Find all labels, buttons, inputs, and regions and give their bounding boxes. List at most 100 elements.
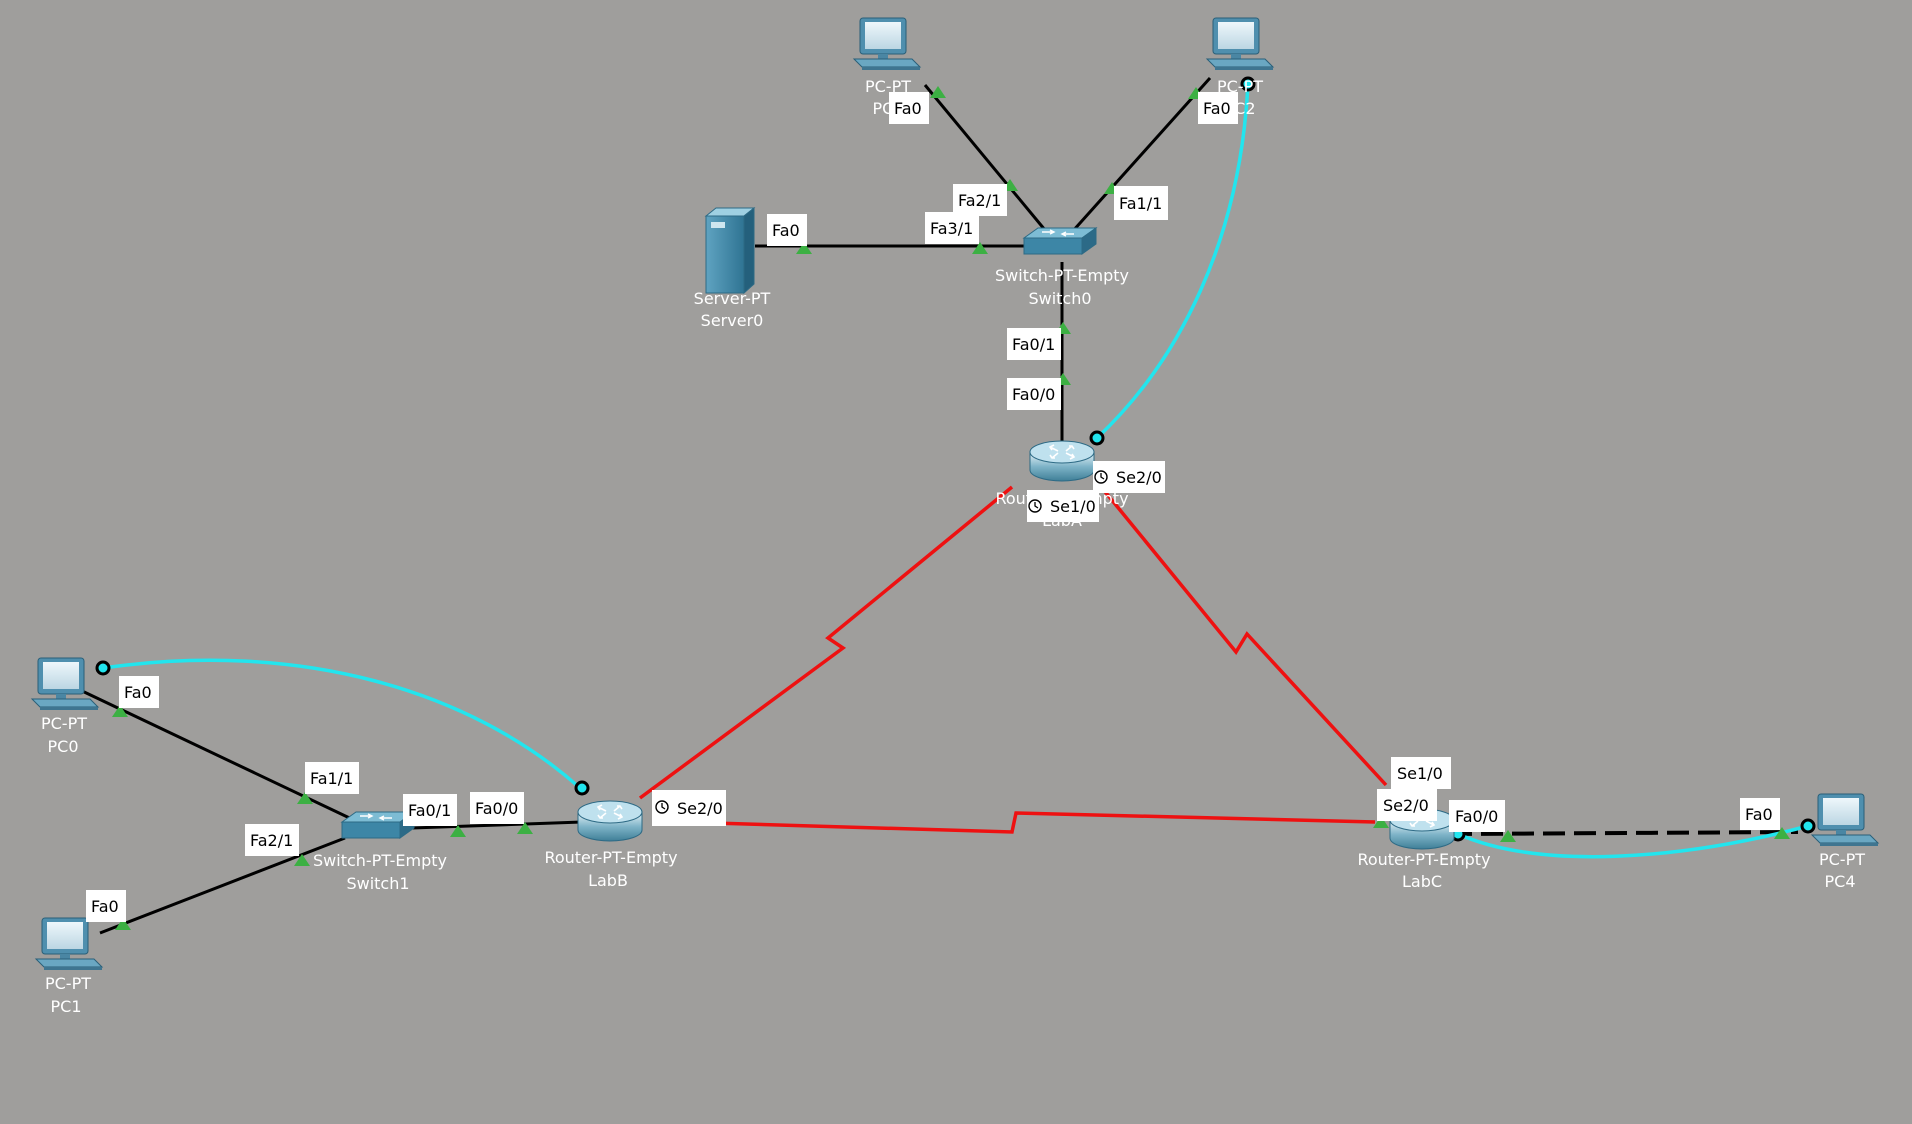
device-type-label: Router-PT-Empty <box>1357 850 1490 869</box>
svg-text:Fa0: Fa0 <box>124 683 152 702</box>
serial-link-laba-labb[interactable] <box>638 485 1014 800</box>
svg-text:Fa0/1: Fa0/1 <box>408 801 451 820</box>
port-label-pc0-fa0: Fa0 <box>119 676 159 708</box>
device-switch0[interactable] <box>1023 227 1097 255</box>
link-up-triangle <box>450 825 466 837</box>
device-type-label: PC-PT <box>1819 850 1865 869</box>
console-connector <box>1800 818 1816 834</box>
port-label-switch0-fa3-1: Fa3/1 <box>925 212 979 244</box>
router-icon <box>1029 440 1095 482</box>
serial-link-labb-labc[interactable] <box>679 811 1376 834</box>
port-label-server0-fa0: Fa0 <box>767 214 807 246</box>
svg-text:Fa1/1: Fa1/1 <box>1119 194 1162 213</box>
device-pc1[interactable] <box>35 917 103 971</box>
pc-icon <box>1811 793 1879 847</box>
svg-text:Fa0/0: Fa0/0 <box>1455 807 1498 826</box>
serial-link-laba-labc[interactable] <box>1100 486 1388 787</box>
device-name-label: LabC <box>1402 872 1442 891</box>
svg-text:Fa0/1: Fa0/1 <box>1012 335 1055 354</box>
port-label-labc-se2-0: Se2/0 <box>1377 789 1437 821</box>
device-type-label: Router-PT-Empty <box>544 848 677 867</box>
port-label-switch0-fa2-1: Fa2/1 <box>953 184 1007 216</box>
svg-text:Se2/0: Se2/0 <box>677 799 723 818</box>
link-up-triangle <box>297 792 313 804</box>
clock-icon <box>1028 499 1042 513</box>
link-up-triangle <box>930 86 946 98</box>
link-labc-pc4[interactable] <box>1449 830 1799 836</box>
link-switch1-labb[interactable] <box>411 820 583 830</box>
console-connector <box>574 780 590 796</box>
port-label-laba-se1-0: Se1/0 <box>1027 490 1099 522</box>
clock-icon <box>655 800 669 814</box>
device-name-label: PC4 <box>1825 872 1856 891</box>
device-type-label: PC-PT <box>1217 77 1263 96</box>
svg-text:Se2/0: Se2/0 <box>1383 796 1429 815</box>
pc-icon <box>853 17 921 71</box>
device-pc2[interactable] <box>1206 17 1274 71</box>
port-label-pc2-fa0: Fa0 <box>1198 92 1238 124</box>
port-label-labc-se1-0: Se1/0 <box>1391 757 1451 789</box>
link-up-triangle <box>1500 830 1516 842</box>
device-server0[interactable] <box>704 206 756 295</box>
link-up-triangle <box>112 705 128 717</box>
port-label-laba-fa0-0: Fa0/0 <box>1007 378 1061 410</box>
port-label-switch1-fa0-1: Fa0/1 <box>403 794 457 826</box>
port-label-laba-se2-0: Se2/0 <box>1093 461 1165 493</box>
port-label-switch1-fa1-1: Fa1/1 <box>305 762 359 794</box>
device-pc3[interactable] <box>853 17 921 71</box>
svg-text:Fa0: Fa0 <box>1203 99 1231 118</box>
device-type-label: PC-PT <box>45 974 91 993</box>
svg-text:Fa0: Fa0 <box>1745 805 1773 824</box>
svg-text:Fa1/1: Fa1/1 <box>310 769 353 788</box>
device-type-label: Switch-PT-Empty <box>995 266 1129 285</box>
device-type-label: Switch-PT-Empty <box>313 851 447 870</box>
device-type-label: PC-PT <box>865 77 911 96</box>
device-name-label: Switch1 <box>346 874 409 893</box>
clock-icon <box>1094 470 1108 484</box>
device-type-label: PC-PT <box>41 714 87 733</box>
console-connector <box>1240 76 1256 92</box>
link-up-triangle <box>115 918 131 930</box>
console-link-pc2-laba[interactable] <box>1095 83 1250 440</box>
device-pc0[interactable] <box>31 657 99 711</box>
port-labels: Fa0 Fa0 Fa2/1 Fa1/1 Fa0 Fa3/1 Fa0/1 Fa0 <box>86 92 1780 922</box>
pc-icon <box>1206 17 1274 71</box>
device-type-label: Server-PT <box>694 289 771 308</box>
link-up-triangle <box>796 242 812 254</box>
link-pc2-switch0[interactable] <box>1070 76 1212 234</box>
link-pc3-switch0[interactable] <box>923 84 1047 231</box>
console-connector <box>1089 430 1105 446</box>
port-label-labc-fa0-0: Fa0/0 <box>1449 800 1505 832</box>
svg-text:Se2/0: Se2/0 <box>1116 468 1162 487</box>
port-label-switch1-fa2-1: Fa2/1 <box>245 824 299 856</box>
device-name-label: PC0 <box>48 737 79 756</box>
device-name-label: Switch0 <box>1028 289 1091 308</box>
device-laba[interactable] <box>1029 440 1095 482</box>
svg-text:Fa0: Fa0 <box>91 897 119 916</box>
router-icon <box>577 800 643 842</box>
switch-icon <box>1023 227 1097 255</box>
link-pc0-switch1[interactable] <box>79 688 359 824</box>
device-name-label: PC1 <box>51 997 82 1016</box>
svg-text:Fa3/1: Fa3/1 <box>930 219 973 238</box>
svg-text:Fa0/0: Fa0/0 <box>1012 385 1055 404</box>
port-label-labb-fa0-0: Fa0/0 <box>470 792 524 824</box>
device-labb[interactable] <box>577 800 643 842</box>
pc-icon <box>31 657 99 711</box>
console-link-labc-pc4[interactable] <box>1457 824 1809 859</box>
svg-text:Fa2/1: Fa2/1 <box>250 831 293 850</box>
svg-text:Se1/0: Se1/0 <box>1050 497 1096 516</box>
console-connector <box>95 660 111 676</box>
link-pc1-switch1[interactable] <box>99 836 346 935</box>
console-link-pc0-labb[interactable] <box>102 658 582 790</box>
svg-text:Fa2/1: Fa2/1 <box>958 191 1001 210</box>
svg-text:Se1/0: Se1/0 <box>1397 764 1443 783</box>
link-up-triangle <box>972 242 988 254</box>
port-label-pc4-fa0: Fa0 <box>1740 798 1780 830</box>
svg-text:Fa0: Fa0 <box>894 99 922 118</box>
device-name-label: Server0 <box>701 311 764 330</box>
links-layer <box>79 76 1809 935</box>
device-pc4[interactable] <box>1811 793 1879 847</box>
port-label-switch0-fa0-1: Fa0/1 <box>1007 328 1061 360</box>
